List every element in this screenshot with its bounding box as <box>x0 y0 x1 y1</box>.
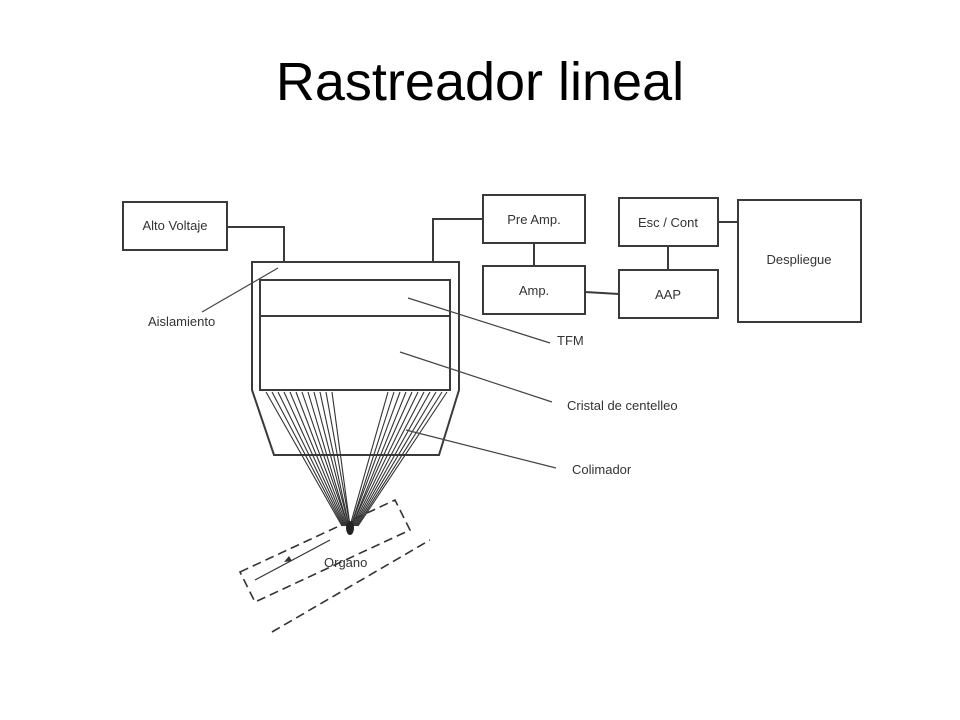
leader-tfm <box>407 297 551 344</box>
aap-block: AAP <box>618 269 719 319</box>
despliegue-label: Despliegue <box>766 252 831 267</box>
esc-cont-block: Esc / Cont <box>618 197 719 247</box>
tfm-label: TFM <box>557 333 584 348</box>
leader-colimador <box>405 429 557 469</box>
insulation-housing <box>251 261 460 456</box>
esc-cont-label: Esc / Cont <box>638 215 698 230</box>
alto-voltaje-box <box>122 201 228 251</box>
pre-amp-label: Pre Amp. <box>507 212 560 227</box>
amp-box <box>482 265 586 315</box>
wire-detector-to-preamp <box>432 218 483 262</box>
focal-point <box>346 521 354 535</box>
signal-wires <box>227 218 738 295</box>
aap-label: AAP <box>655 287 681 302</box>
pmt-block <box>259 279 451 317</box>
organ-scan-area: Organo <box>238 498 431 633</box>
crystal-block <box>259 315 451 391</box>
wire-hv-to-detector <box>227 226 285 262</box>
pre-amp-block: Pre Amp. <box>482 194 586 244</box>
aislamiento-label: Aislamiento <box>148 314 215 329</box>
organ-outline-lower <box>271 539 431 633</box>
wire-amp-to-aap <box>584 291 620 295</box>
alto-voltaje-label: Alto Voltaje <box>142 218 207 233</box>
annotation-leaders <box>201 267 557 469</box>
scan-path-line <box>254 539 331 581</box>
colimador-label: Colimador <box>572 462 632 477</box>
despliegue-box <box>737 199 862 323</box>
amp-label: Amp. <box>519 283 549 298</box>
leader-aislamiento <box>201 267 279 313</box>
slide-title: Rastreador lineal <box>275 52 685 112</box>
scan-arrow-icon <box>284 556 292 562</box>
cristal-label: Cristal de centelleo <box>567 398 678 413</box>
pre-amp-box <box>482 194 586 244</box>
collimator-holes <box>265 391 448 527</box>
amp-block: Amp. <box>482 265 586 315</box>
despliegue-block: Despliegue <box>737 199 862 323</box>
detector-head <box>251 261 460 535</box>
alto-voltaje-block: Alto Voltaje <box>122 201 228 251</box>
organo-label: Organo <box>324 555 367 570</box>
leader-cristal <box>399 351 553 403</box>
organ-outline <box>238 498 412 604</box>
